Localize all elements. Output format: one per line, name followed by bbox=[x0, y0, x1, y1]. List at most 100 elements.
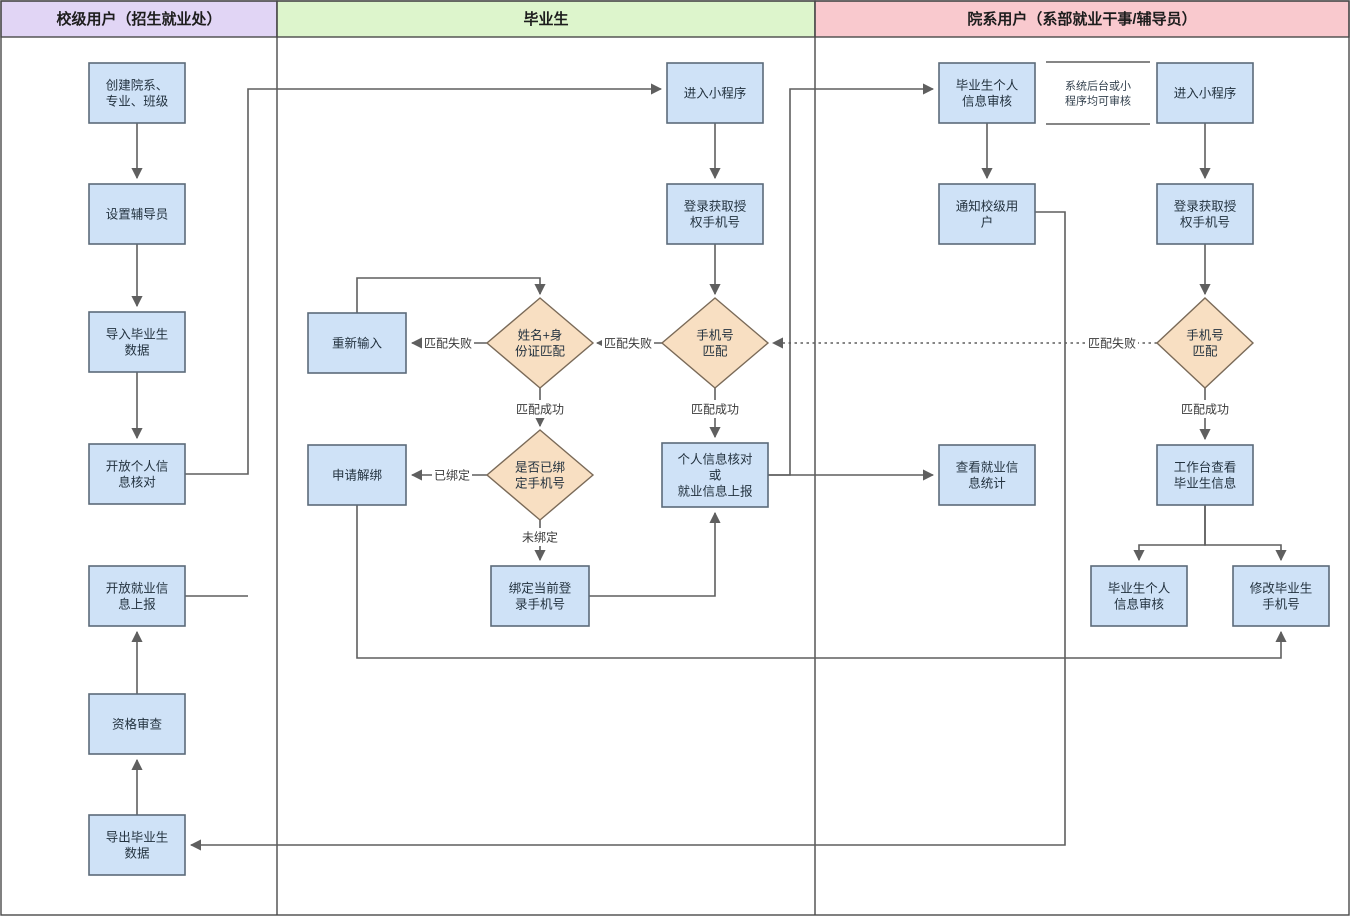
note-layer: 系统后台或小程序均可审核 bbox=[1046, 61, 1150, 125]
node-n-dep-enter-app[interactable]: 进入小程序 bbox=[1156, 62, 1254, 124]
node-n-grad-reinput[interactable]: 重新输入 bbox=[307, 312, 407, 374]
process-shape bbox=[1232, 565, 1330, 627]
process-shape bbox=[88, 183, 186, 245]
node-n-grad-enter-app[interactable]: 进入小程序 bbox=[666, 62, 764, 124]
process-shape bbox=[1090, 565, 1188, 627]
edge-label-lbl-match-ok-dep: 匹配成功 bbox=[1179, 400, 1231, 418]
edge-info-to-audit bbox=[768, 83, 935, 476]
node-n-dep-edit-phone[interactable]: 修改毕业生手机号 bbox=[1232, 565, 1330, 627]
process-shape bbox=[307, 444, 407, 506]
node-label: 姓名+身份证匹配 bbox=[515, 328, 566, 359]
note-note-audit-channel: 系统后台或小程序均可审核 bbox=[1046, 61, 1150, 125]
lane-title-lane-school: 校级用户（招生就业处） bbox=[56, 10, 221, 28]
label-text: 匹配成功 bbox=[516, 403, 564, 417]
process-shape bbox=[1156, 444, 1254, 506]
node-label: 资格审查 bbox=[112, 717, 163, 732]
node-n-qualification[interactable]: 资格审查 bbox=[88, 693, 186, 755]
node-label: 进入小程序 bbox=[1174, 86, 1237, 101]
node-n-dep-audit[interactable]: 毕业生个人信息审核 bbox=[938, 62, 1036, 124]
node-n-dep-login[interactable]: 登录获取授权手机号 bbox=[1156, 183, 1254, 245]
node-label: 创建院系、专业、班级 bbox=[106, 79, 169, 109]
node-label: 是否已绑定手机号 bbox=[515, 461, 565, 491]
process-shape bbox=[307, 312, 407, 374]
edge-label-lbl-match-ok-id: 匹配成功 bbox=[514, 400, 566, 418]
node-label: 开放就业信息上报 bbox=[106, 581, 169, 612]
note-label: 系统后台或小程序均可审核 bbox=[1065, 79, 1131, 108]
node-n-create-org[interactable]: 创建院系、专业、班级 bbox=[88, 62, 186, 124]
process-shape bbox=[88, 311, 186, 373]
process-shape bbox=[938, 444, 1036, 506]
process-shape bbox=[1156, 62, 1254, 124]
label-backdrop bbox=[689, 400, 741, 418]
process-shape bbox=[88, 693, 186, 755]
label-backdrop bbox=[514, 400, 566, 418]
swimlane-lane-school: 校级用户（招生就业处） bbox=[0, 0, 278, 38]
note-background bbox=[1046, 62, 1150, 124]
node-n-grad-bound[interactable]: 是否已绑定手机号 bbox=[485, 429, 595, 521]
node-n-open-report[interactable]: 开放就业信息上报 bbox=[88, 565, 186, 627]
node-label: 申请解绑 bbox=[332, 469, 382, 483]
lane-header-lane-graduate bbox=[276, 0, 816, 38]
label-backdrop bbox=[602, 334, 654, 352]
node-label: 工作台查看毕业生信息 bbox=[1174, 460, 1237, 491]
edge-label-lbl-bound: 已绑定 bbox=[432, 466, 472, 484]
edge-label-lbl-match-ok-phone: 匹配成功 bbox=[689, 400, 741, 418]
lane-title-lane-department: 院系用户（系部就业干事/辅导员） bbox=[967, 10, 1196, 28]
edge-notify-to-export bbox=[189, 211, 1066, 851]
label-text: 匹配成功 bbox=[1181, 403, 1229, 417]
lane-title-lane-graduate: 毕业生 bbox=[523, 10, 568, 28]
label-text: 匹配成功 bbox=[691, 403, 739, 417]
edge-reinput-to-idmatch bbox=[356, 277, 546, 313]
swimlane-lane-department: 院系用户（系部就业干事/辅导员） bbox=[814, 0, 1350, 915]
node-n-grad-bind-phone[interactable]: 绑定当前登录手机号 bbox=[490, 565, 590, 627]
node-label: 进入小程序 bbox=[684, 86, 747, 101]
node-label: 手机号匹配 bbox=[696, 329, 734, 359]
lane-header-lane-school bbox=[0, 0, 278, 38]
node-n-grad-phone-match[interactable]: 手机号匹配 bbox=[660, 297, 770, 389]
process-shape bbox=[88, 565, 186, 627]
node-n-grad-unbind[interactable]: 申请解绑 bbox=[307, 444, 407, 506]
node-n-dep-phone-match[interactable]: 手机号匹配 bbox=[1155, 297, 1255, 389]
label-text: 已绑定 bbox=[434, 468, 470, 483]
decision-shape bbox=[485, 297, 595, 389]
process-shape bbox=[88, 62, 186, 124]
node-label: 重新输入 bbox=[332, 336, 383, 351]
node-label: 毕业生个人信息审核 bbox=[1108, 582, 1171, 612]
label-backdrop bbox=[1179, 400, 1231, 418]
node-label: 个人信息核对或就业信息上报 bbox=[677, 452, 753, 499]
node-n-grad-login[interactable]: 登录获取授权手机号 bbox=[666, 183, 764, 245]
node-label: 绑定当前登录手机号 bbox=[509, 581, 572, 612]
label-text: 匹配失败 bbox=[1088, 336, 1136, 351]
process-shape bbox=[490, 565, 590, 627]
node-n-set-counselor[interactable]: 设置辅导员 bbox=[88, 183, 186, 245]
process-shape bbox=[666, 183, 764, 245]
label-text: 匹配失败 bbox=[424, 336, 472, 351]
node-n-dep-notify[interactable]: 通知校级用户 bbox=[938, 183, 1036, 245]
node-n-dep-workbench[interactable]: 工作台查看毕业生信息 bbox=[1156, 444, 1254, 506]
node-n-dep-grad-audit[interactable]: 毕业生个人信息审核 bbox=[1090, 565, 1188, 627]
node-label: 登录获取授权手机号 bbox=[684, 199, 747, 230]
label-backdrop bbox=[1086, 334, 1138, 352]
node-label: 手机号匹配 bbox=[1186, 329, 1224, 359]
node-n-open-verify[interactable]: 开放个人信息核对 bbox=[88, 443, 186, 505]
label-backdrop bbox=[422, 334, 474, 352]
node-n-grad-id-match[interactable]: 姓名+身份证匹配 bbox=[485, 297, 595, 389]
process-shape bbox=[1156, 183, 1254, 245]
edge-label-lbl-match-fail-right: 匹配失败 bbox=[1086, 334, 1138, 352]
node-label: 通知校级用户 bbox=[956, 199, 1019, 230]
node-label: 开放个人信息核对 bbox=[106, 459, 169, 490]
node-n-grad-info[interactable]: 个人信息核对或就业信息上报 bbox=[661, 442, 769, 508]
node-layer: 创建院系、专业、班级设置辅导员导入毕业生数据开放个人信息核对开放就业信息上报资格… bbox=[88, 62, 1330, 876]
node-n-import-data[interactable]: 导入毕业生数据 bbox=[88, 311, 186, 373]
node-n-export-data[interactable]: 导出毕业生数据 bbox=[88, 814, 186, 876]
process-shape bbox=[661, 442, 769, 508]
decision-shape bbox=[485, 429, 595, 521]
label-backdrop bbox=[432, 466, 472, 484]
process-shape bbox=[88, 443, 186, 505]
node-n-dep-stats[interactable]: 查看就业信息统计 bbox=[938, 444, 1036, 506]
edge-label-layer: 匹配失败匹配失败匹配失败匹配成功匹配成功匹配成功已绑定未绑定 bbox=[422, 334, 1231, 546]
edge-label-lbl-match-fail-mid: 匹配失败 bbox=[602, 334, 654, 352]
